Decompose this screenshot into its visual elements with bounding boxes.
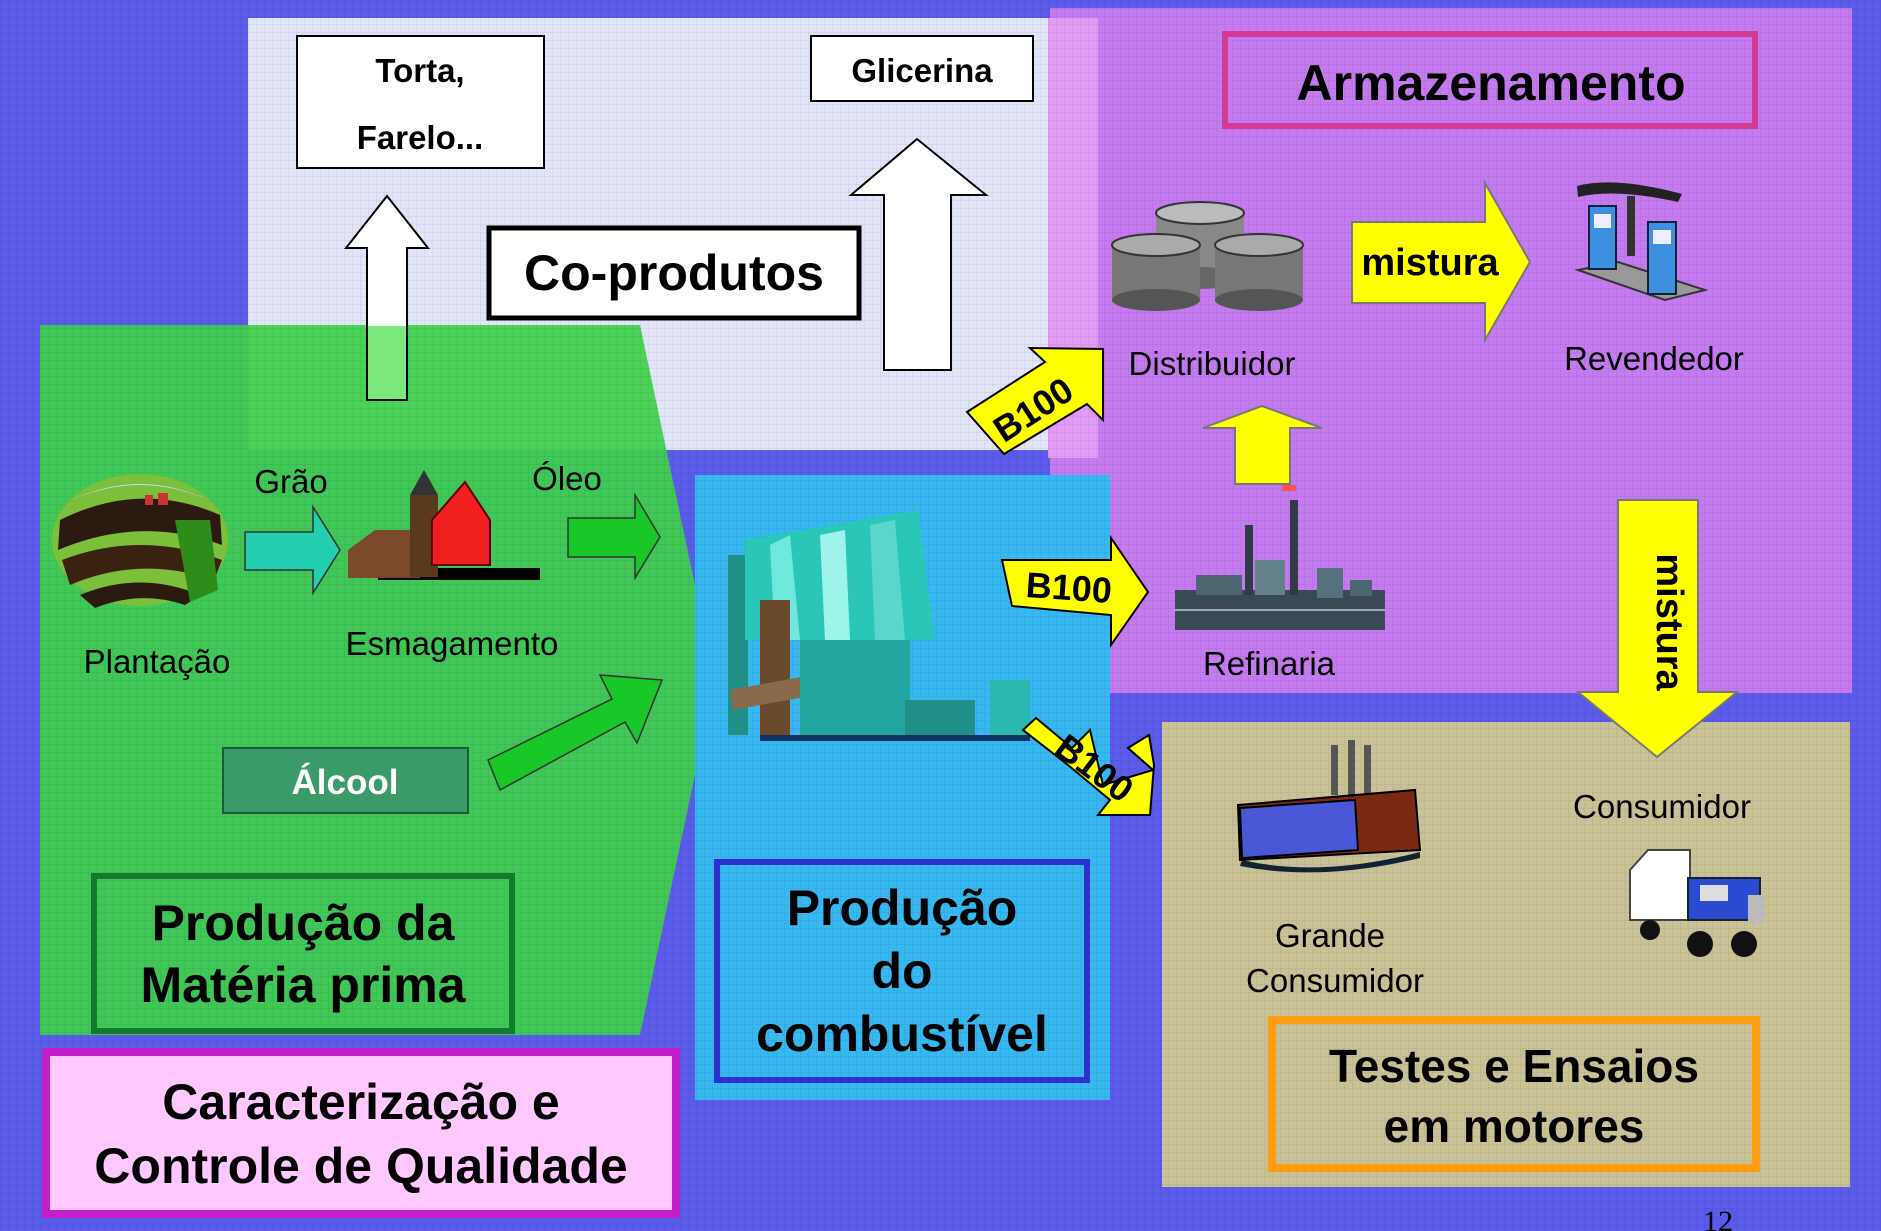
industrial-building-icon <box>1236 740 1422 873</box>
arrow-up-torta <box>343 194 431 401</box>
storage-title: Armazenamento <box>1297 55 1686 111</box>
oleo-arrow <box>567 492 661 581</box>
grao-arrow <box>244 504 341 596</box>
mistura-arrow-vertical <box>1575 499 1740 759</box>
consumidor-label: Consumidor <box>1573 788 1751 825</box>
farm-field-icon <box>52 474 228 608</box>
arrow-up-torta-green-part <box>368 326 406 399</box>
tests-title-line2: em motores <box>1384 1100 1645 1152</box>
arrow-up-glicerina <box>848 137 989 371</box>
glicerina-box <box>810 35 1034 102</box>
grande-consumidor-label-line1: Grande <box>1275 917 1385 954</box>
raw-material-title-box <box>91 873 515 1034</box>
tests-title-box <box>1268 1016 1760 1172</box>
raw-material-title-line1: Produção da <box>152 895 456 951</box>
oleo-label: Óleo <box>532 460 602 497</box>
glicerina-label: Glicerina <box>851 52 993 89</box>
torta-label: Torta, <box>375 52 464 89</box>
truck-icon <box>1629 849 1764 957</box>
grao-label: Grão <box>254 463 327 500</box>
distribuidor-label: Distribuidor <box>1129 345 1296 382</box>
quality-title-line1: Caracterização e <box>162 1074 559 1130</box>
b100-arrow-bottom <box>1021 716 1156 816</box>
storage-title-box <box>1222 31 1758 129</box>
grande-consumidor-label-line2: Consumidor <box>1246 962 1424 999</box>
mistura-label-vertical: mistura <box>1648 553 1690 691</box>
alcool-label: Álcool <box>292 762 399 802</box>
factory-plant-icon <box>728 510 1030 741</box>
esmagamento-label: Esmagamento <box>346 625 559 662</box>
refinery-icon <box>1175 485 1385 630</box>
fuel-title-line2: do <box>871 943 932 999</box>
mistura-arrow-horizontal <box>1351 179 1532 344</box>
fuel-title-line1: Produção <box>787 880 1018 936</box>
coproducts-title: Co-produtos <box>524 245 824 301</box>
raw-material-title-line2: Matéria prima <box>140 957 466 1013</box>
b100-arrow-mid <box>1000 534 1150 649</box>
coproducts-title-box <box>486 225 862 321</box>
farelo-label: Farelo... <box>357 119 484 156</box>
storage-tanks-icon <box>1111 201 1304 311</box>
torta-box <box>296 35 545 169</box>
fuel-title-line3: combustível <box>756 1006 1048 1062</box>
barn-silo-icon <box>348 470 540 580</box>
revendedor-label: Revendedor <box>1564 340 1744 377</box>
alcool-box <box>222 747 469 814</box>
mistura-label-horizontal: mistura <box>1361 242 1499 284</box>
alcool-arrow <box>487 674 664 792</box>
b100-label-mid: B100 <box>1025 564 1114 611</box>
arrow-up-refinaria <box>1202 404 1323 485</box>
refinaria-label: Refinaria <box>1203 645 1336 682</box>
quality-title-box <box>42 1048 680 1218</box>
plantacao-label: Plantação <box>84 643 231 680</box>
quality-title-line2: Controle de Qualidade <box>94 1138 627 1194</box>
fuel-pump-icon <box>1574 182 1709 302</box>
page-number: 12 <box>1703 1205 1733 1231</box>
fuel-title-box <box>714 859 1090 1083</box>
b100-arrow-top <box>965 346 1104 456</box>
tests-title-line1: Testes e Ensaios <box>1329 1040 1699 1092</box>
